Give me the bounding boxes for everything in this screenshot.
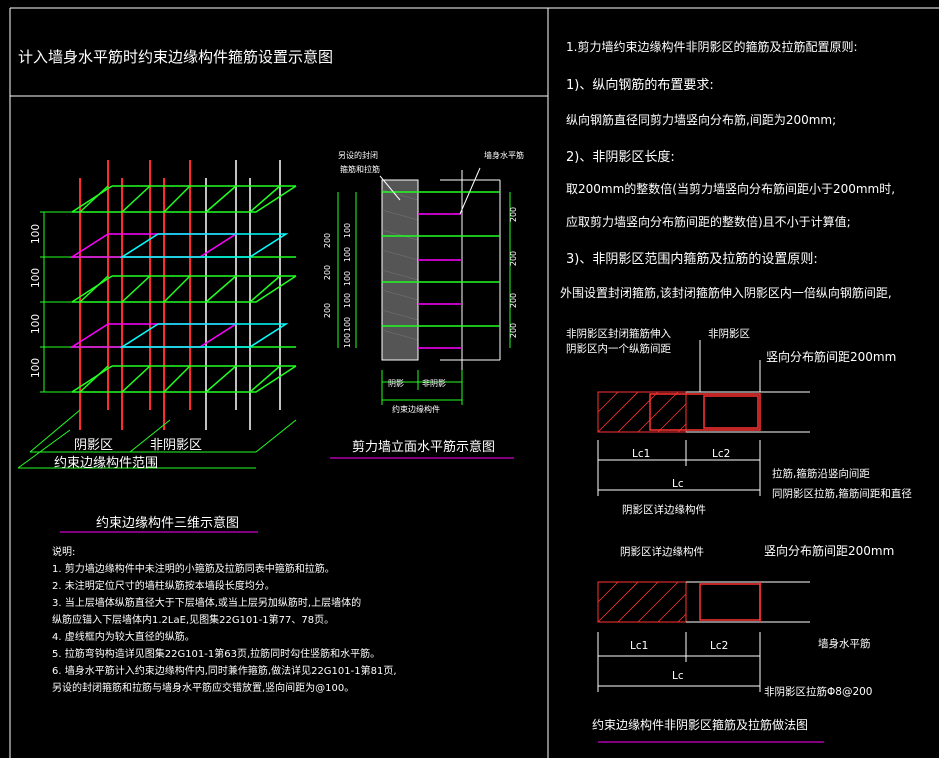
notes-heading: 说明: — [52, 547, 76, 558]
mid-dim-200-3: 200 — [323, 302, 333, 319]
detail-2 — [597, 581, 810, 692]
mid-nonshade-label: 非阴影 — [422, 379, 446, 388]
d1-lc1: Lc1 — [632, 448, 651, 460]
mid-dim-100-3: 100 — [343, 270, 353, 287]
d1-label-e: 同阴影区拉筋,箍筋间距和直径 — [772, 488, 912, 500]
note-line-4: 纵筋应锚入下层墙体内1.2LaE,见图集22G101-1第77、78页。 — [52, 615, 335, 626]
page-title: 计入墙身水平筋时约束边缘构件箍筋设置示意图 — [18, 48, 334, 66]
right-dim-200-1: 200 — [509, 206, 519, 223]
section-2-text-1: 取200mm的整数倍(当剪力墙竖向分布筋间距小于200mm时, — [566, 182, 896, 196]
note-line-5: 4. 虚线框内为较大直径的纵筋。 — [52, 632, 195, 643]
frame — [9, 7, 939, 758]
shade-zone-label: 阴影区 — [74, 438, 114, 453]
d2-label-a: 阴影区详边缘构件 — [620, 546, 704, 558]
d1-label-b: 非阴影区 — [708, 328, 750, 340]
dim-label-4: 100 — [30, 357, 43, 379]
cage-3d — [17, 160, 297, 469]
caption-elevation: 剪力墙立面水平筋示意图 — [352, 440, 496, 455]
principle-title: 1.剪力墙约束边缘构件非阴影区的箍筋及拉筋配置原则: — [566, 40, 858, 54]
d1-label-c: 竖向分布筋间距200mm — [766, 350, 897, 364]
section-3-title: 3)、非阴影区范围内箍筋及拉筋的设置原则: — [566, 252, 818, 267]
mid-dim-100-2: 100 — [343, 246, 353, 263]
dim-label-3: 100 — [30, 313, 43, 335]
d1-lc: Lc — [672, 478, 684, 490]
d2-lc1: Lc1 — [630, 640, 649, 652]
note-line-1: 1. 剪力墙边缘构件中未注明的小箍筋及拉筋同表中箍筋和拉筋。 — [52, 564, 335, 575]
dim-label-2: 100 — [30, 267, 43, 289]
wallbar-label: 墙身水平筋 — [484, 151, 524, 160]
note-line-2: 2. 未注明定位尺寸的墙柱纵筋按本墙段长度均分。 — [52, 581, 275, 592]
mid-range-label: 约束边缘构件 — [392, 405, 440, 414]
stirrup-label-top: 另设的封闭 — [338, 151, 378, 160]
section-3-text: 外围设置封闭箍筋,该封闭箍筋伸入阴影区内一倍纵向钢筋间距, — [560, 286, 892, 300]
d2-lc: Lc — [672, 670, 684, 682]
mid-dim-100-6: 100 — [343, 332, 353, 349]
dim-label-1: 100 — [30, 223, 43, 245]
note-line-7: 6. 墙身水平筋计入约束边缘构件内,同时兼作箍筋,做法详见22G101-1第81… — [52, 666, 397, 677]
stirrup-label-bot: 箍筋和拉筋 — [340, 165, 380, 174]
right-dim-200-3: 200 — [509, 292, 519, 309]
mid-dim-100-4: 100 — [343, 292, 353, 309]
section-1-title: 1)、纵向钢筋的布置要求: — [566, 78, 714, 93]
d1-label-d: 拉筋,箍筋沿竖向间距 — [772, 468, 870, 480]
d2-label-c: 墙身水平筋 — [818, 638, 871, 650]
nonshade-zone-label: 非阴影区 — [150, 438, 203, 453]
note-line-6: 5. 拉筋弯钩构造详见图集22G101-1第63页,拉筋同时勾住竖筋和水平筋。 — [52, 649, 381, 660]
caption-3d: 约束边缘构件三维示意图 — [96, 516, 240, 531]
mid-dim-100-1: 100 — [343, 222, 353, 239]
section-2-text-2: 应取剪力墙竖向分布筋间距的整数倍)且不小于计算值; — [566, 215, 851, 229]
section-2-title: 2)、非阴影区长度: — [566, 150, 675, 165]
caption-right: 约束边缘构件非阴影区箍筋及拉筋做法图 — [592, 718, 809, 732]
mid-dim-200-2: 200 — [323, 264, 333, 281]
section-1-text: 纵向钢筋直径同剪力墙竖向分布筋,间距为200mm; — [566, 113, 837, 127]
boundary-range-label: 约束边缘构件范围 — [54, 456, 159, 471]
note-line-8: 另设的封闭箍筋和拉筋与墙身水平筋应交错放置,竖向间距为@100。 — [52, 683, 355, 694]
d1-label-a2: 阴影区内一个纵筋间距 — [566, 343, 671, 355]
d2-lc2: Lc2 — [710, 640, 729, 652]
d1-label-a1: 非阴影区封闭箍筋伸入 — [566, 328, 671, 340]
mid-dim-100-5: 100 — [343, 316, 353, 333]
d2-label-d: 非阴影区拉筋Φ8@200 — [764, 686, 873, 698]
mid-dim-200-1: 200 — [323, 232, 333, 249]
d1-label-f: 阴影区详边缘构件 — [622, 504, 706, 516]
mid-shade-label: 阴影 — [388, 379, 404, 388]
detail-1 — [597, 340, 824, 743]
d2-label-b: 竖向分布筋间距200mm — [764, 544, 895, 558]
note-line-3: 3. 当上层墙体纵筋直径大于下层墙体,或当上层另加纵筋时,上层墙体的 — [52, 598, 362, 609]
right-dim-200-4: 200 — [509, 322, 519, 339]
d1-lc2: Lc2 — [712, 448, 731, 460]
elevation-diagram — [330, 167, 514, 459]
right-dim-200-2: 200 — [509, 250, 519, 267]
